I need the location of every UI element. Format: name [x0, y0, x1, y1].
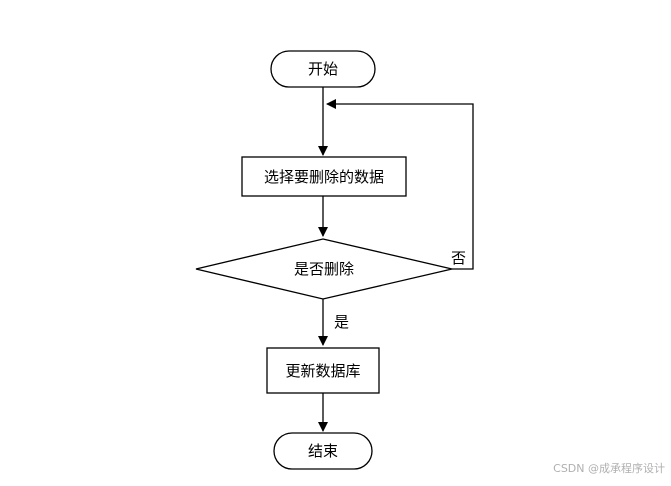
start-label: 开始 — [308, 60, 338, 78]
edge-label-no: 否 — [451, 249, 466, 267]
select-data-label: 选择要删除的数据 — [264, 168, 384, 186]
end-shape — [273, 432, 373, 470]
decision-label: 是否删除 — [294, 260, 354, 278]
update-db-node: 更新数据库 — [266, 347, 380, 394]
end-node: 结束 — [273, 432, 373, 470]
end-label: 结束 — [308, 442, 338, 460]
start-node: 开始 — [270, 50, 376, 88]
watermark: CSDN @成承程序设计 — [553, 462, 665, 475]
update-db-label: 更新数据库 — [285, 362, 360, 380]
select-data-node: 选择要删除的数据 — [241, 156, 407, 197]
select-data-shape — [241, 156, 407, 197]
edge-label-yes: 是 — [334, 313, 349, 331]
decision-node: 是否删除 — [195, 238, 453, 300]
arrow-no-loop — [326, 99, 474, 270]
